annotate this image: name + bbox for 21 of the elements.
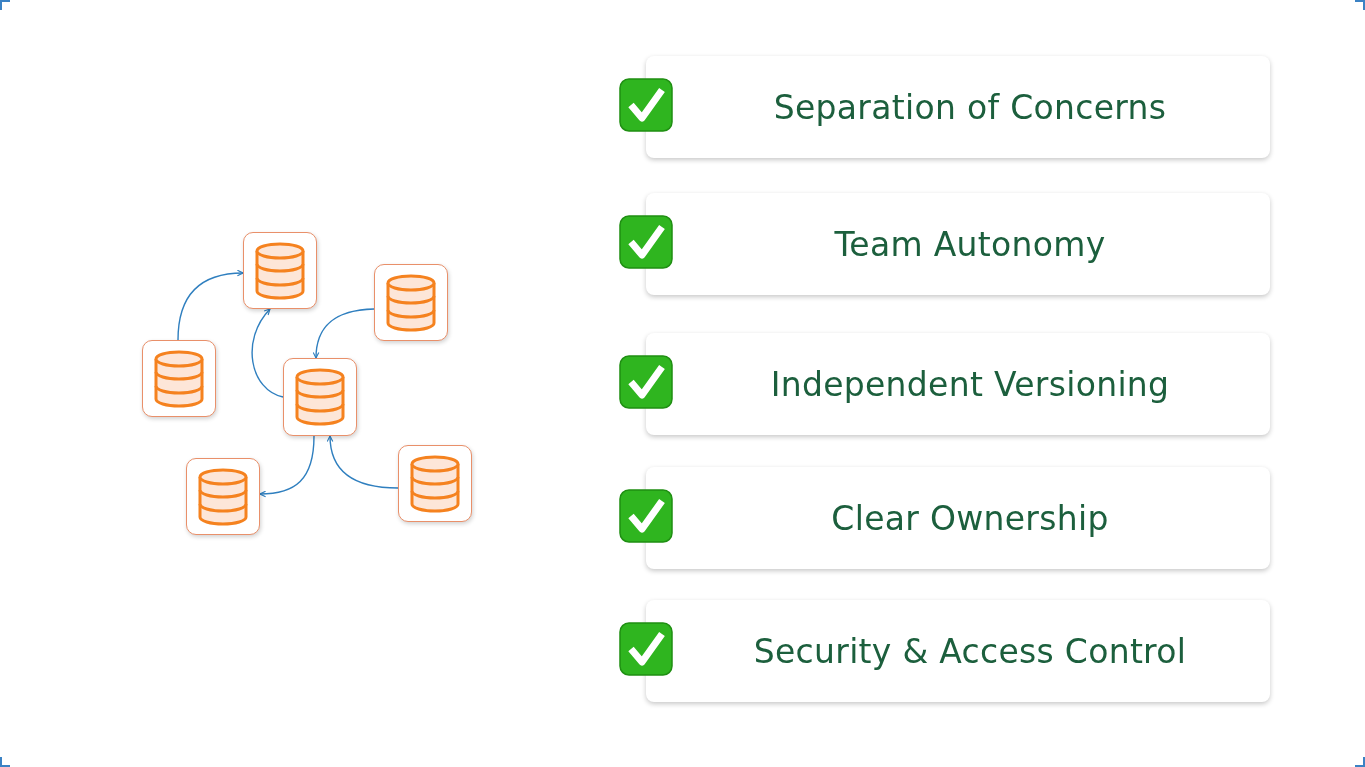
database-node	[186, 458, 260, 535]
benefit-title: Team Autonomy	[834, 224, 1106, 264]
benefit-card	[646, 56, 1270, 158]
database-node	[142, 340, 216, 417]
database-node	[243, 232, 317, 309]
benefit-title: Clear Ownership	[831, 498, 1109, 538]
database-node	[283, 358, 357, 436]
curved-arrow	[312, 308, 375, 359]
database-node	[374, 264, 448, 341]
benefit-card	[646, 333, 1270, 435]
benefit-card	[646, 600, 1270, 702]
curved-arrow	[177, 269, 244, 341]
benefit-title: Security & Access Control	[753, 631, 1187, 671]
benefit-title: Separation of Concerns	[773, 87, 1167, 127]
database-node	[398, 445, 472, 522]
curved-arrow	[251, 308, 284, 398]
curved-arrow	[259, 435, 315, 498]
benefit-card	[646, 467, 1270, 569]
benefit-title: Independent Versioning	[770, 364, 1170, 404]
benefit-card	[646, 193, 1270, 295]
curved-arrow	[326, 435, 399, 489]
